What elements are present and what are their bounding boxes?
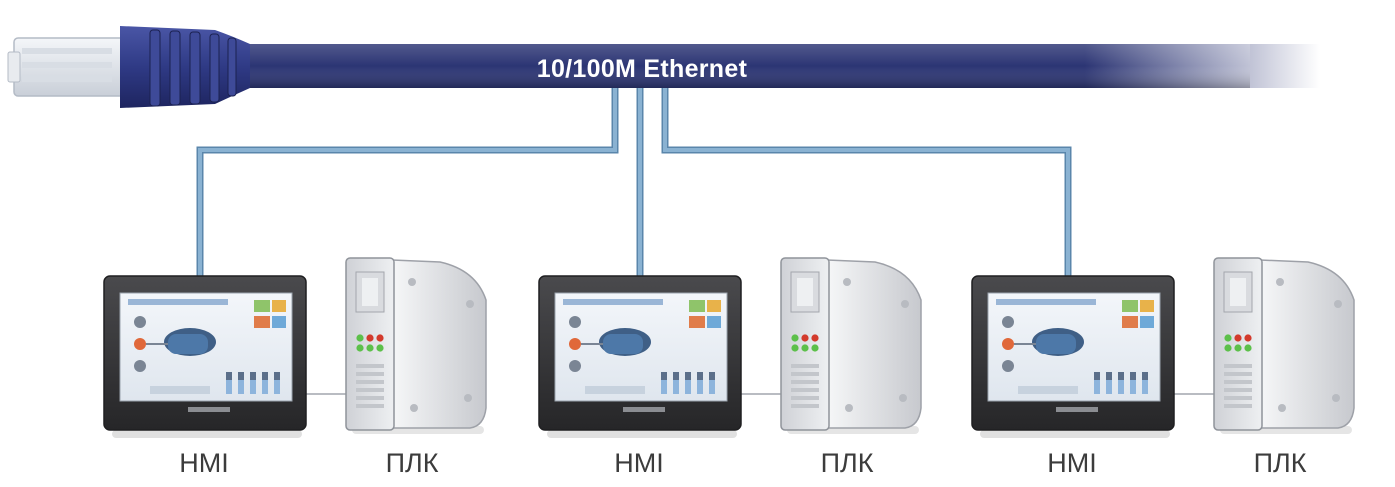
hmi-panel-icon [971,275,1175,438]
ethernet-links [196,88,1072,276]
network-label: 10/100M Ethernet [537,55,748,83]
link-line-1-outline [196,88,619,276]
plc-led [1224,344,1232,352]
cable-boot [120,26,250,108]
ethernet-cable: 10/100M Ethernet [7,26,1320,108]
plc-led [366,334,374,342]
hmi-panel-icon [538,275,742,438]
cable-shading [250,44,1250,88]
hmi-label: HMI [179,448,229,478]
plc-led [376,334,384,342]
plc-led [791,344,799,352]
node-2: HMI ПЛК [538,257,922,478]
plc-led [356,344,364,352]
plc-label: ПЛК [1254,448,1307,478]
hmi-label: HMI [614,448,664,478]
plc-led [1244,344,1252,352]
node-3: HMI ПЛК [971,257,1355,478]
rj45-connector-icon [7,37,125,97]
node-1: HMI ПЛК [103,257,487,478]
device-nodes: HMI ПЛК HMI ПЛК HMI ПЛК [103,257,1355,478]
plc-label: ПЛК [386,448,439,478]
plc-led [811,334,819,342]
link-line-3-outline [661,88,1072,276]
plc-led [1224,334,1232,342]
plc-led [1234,334,1242,342]
link-line-3 [663,88,1070,276]
plc-led [791,334,799,342]
hmi-label: HMI [1047,448,1097,478]
plc-led [811,344,819,352]
plc-led [1244,334,1252,342]
plc-led [356,334,364,342]
plc-led [366,344,374,352]
plc-led [376,344,384,352]
plc-led [801,334,809,342]
plc-label: ПЛК [821,448,874,478]
plc-unit-icon [345,257,487,434]
plc-led [1234,344,1242,352]
hmi-panel-icon [103,275,307,438]
link-line-1 [198,88,617,276]
plc-unit-icon [780,257,922,434]
plc-unit-icon [1213,257,1355,434]
plc-led [801,344,809,352]
